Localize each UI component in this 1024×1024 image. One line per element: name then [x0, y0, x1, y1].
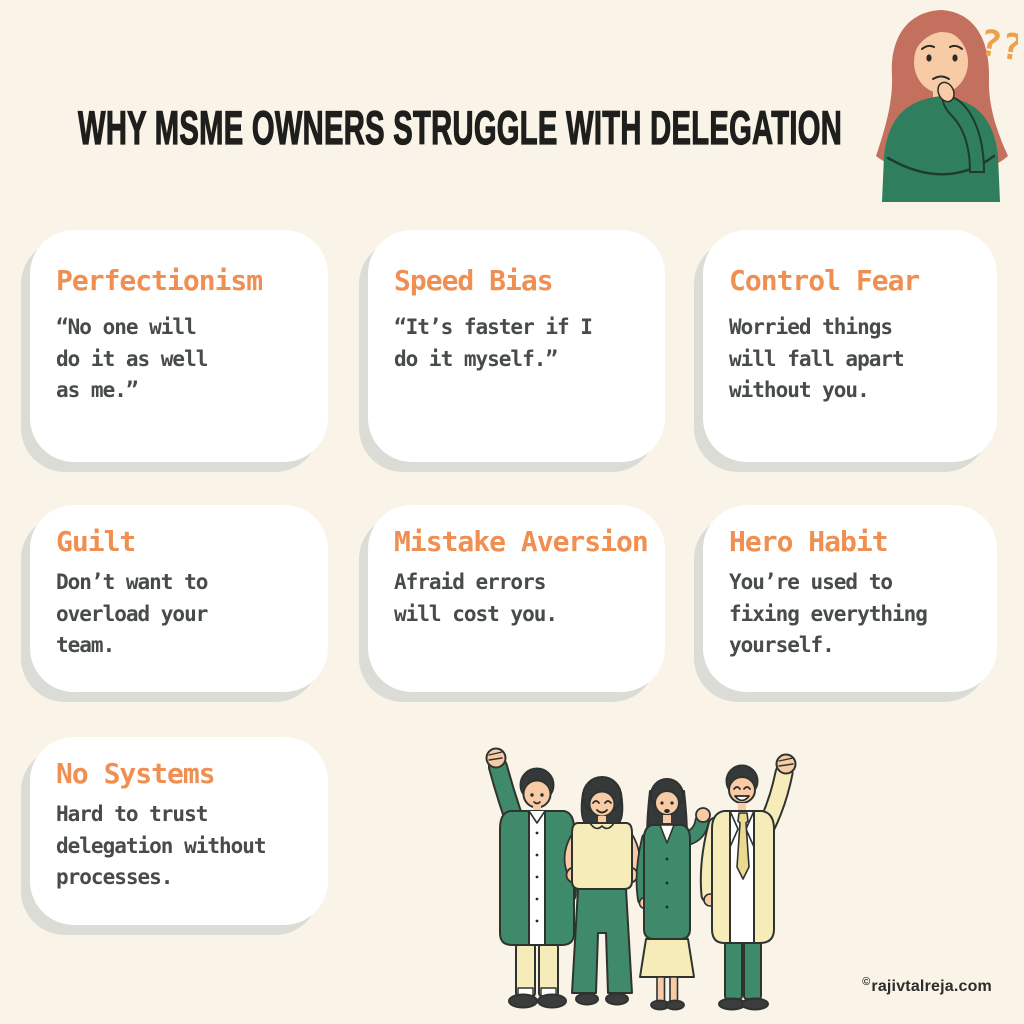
card-body: Worried things will fall apart without y…: [729, 315, 905, 402]
woman-brow-left: [921, 44, 935, 50]
card-body: Afraid errors will cost you.: [394, 570, 558, 626]
watermark-text: rajivtalreja.com: [871, 978, 992, 995]
card-body: Hard to trust delegation without process…: [56, 802, 267, 889]
card-body: You’re used to fixing everything yoursel…: [729, 570, 928, 657]
woman-mouth: [932, 75, 950, 80]
woman-eye-left: [926, 54, 932, 62]
card-body: “It’s faster if I do it myself.”: [394, 315, 593, 371]
card-mistake-aversion: Mistake Aversion Afraid errors will cost…: [368, 505, 665, 692]
team-woman-yellow-top: [563, 776, 641, 1006]
question-marks: ??: [977, 22, 1018, 69]
card-heading: Perfectionism: [56, 264, 263, 297]
page-title: WHY MSME OWNERS STRUGGLE WITH DELEGATION: [78, 101, 843, 154]
card-control-fear: Control Fear Worried things will fall ap…: [703, 230, 997, 462]
woman-eye-right: [952, 54, 958, 62]
woman-hand: [937, 81, 955, 103]
team-woman-green-blazer: [635, 778, 711, 1011]
card-body: Don’t want to overload your team.: [56, 570, 208, 657]
card-heading: Hero Habit: [729, 525, 889, 558]
card-heading: No Systems: [56, 757, 216, 790]
copyright-icon: ©: [862, 976, 871, 988]
team-illustration: [485, 747, 797, 1011]
team-man-green-coat: [485, 747, 578, 1009]
card-no-systems: No Systems Hard to trust delegation with…: [30, 737, 328, 925]
thinking-woman-illustration: ??: [876, 10, 1018, 202]
card-body: “No one will do it as well as me.”: [56, 315, 208, 402]
woman-bangs: [912, 18, 976, 58]
card-speed-bias: Speed Bias “It’s faster if I do it mysel…: [368, 230, 665, 462]
card-heading: Speed Bias: [394, 264, 554, 297]
card-heading: Control Fear: [729, 264, 920, 297]
card-heading: Mistake Aversion: [394, 525, 649, 558]
watermark: ©rajivtalreja.com: [862, 976, 992, 996]
card-guilt: Guilt Don’t want to overload your team.: [30, 505, 328, 692]
card-hero-habit: Hero Habit You’re used to fixing everyth…: [703, 505, 997, 692]
card-perfectionism: Perfectionism “No one will do it as well…: [30, 230, 328, 462]
card-heading: Guilt: [56, 525, 136, 558]
woman-forearm: [942, 91, 986, 173]
team-man-cream-jacket: [699, 753, 797, 1011]
woman-brow-right: [949, 44, 963, 50]
